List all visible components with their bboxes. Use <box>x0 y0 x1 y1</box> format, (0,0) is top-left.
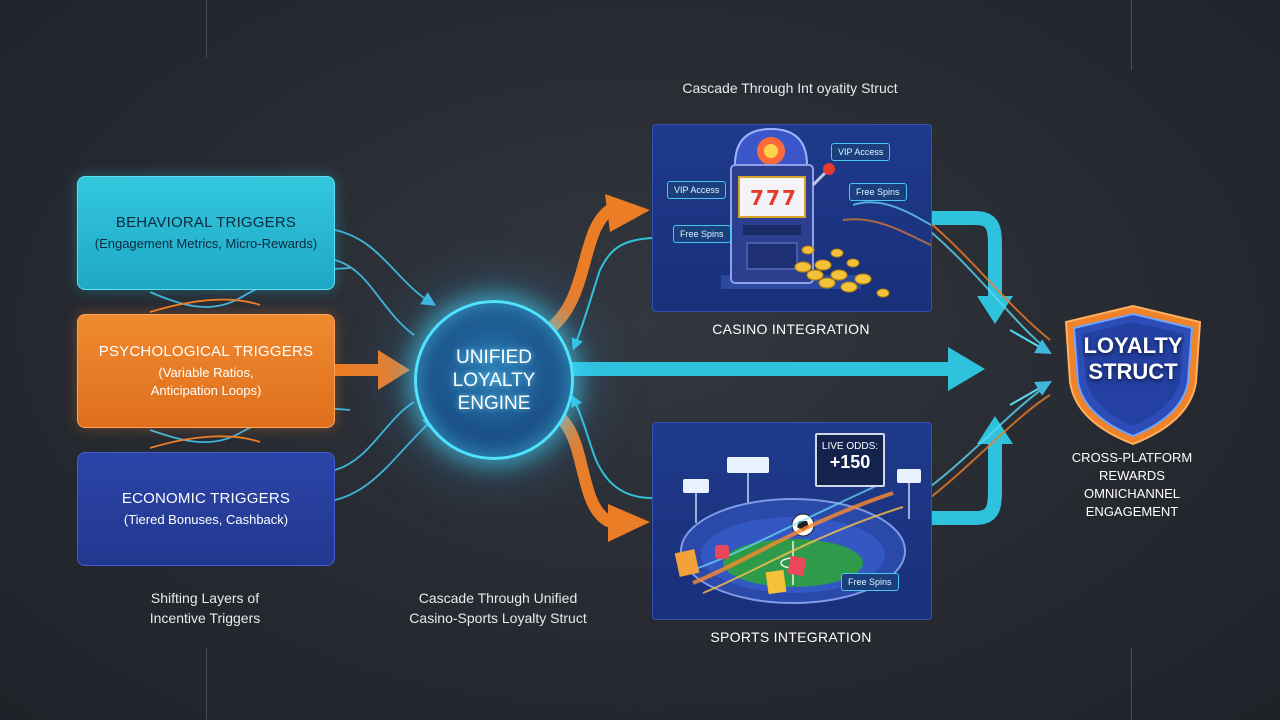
bottom-divider <box>206 648 207 720</box>
top-caption: Cascade Through Int oyatity Struct <box>682 80 898 96</box>
vip-access-chip-right: VIP Access <box>831 143 891 161</box>
sports-integration-title: SPORTS INTEGRATION <box>710 629 872 645</box>
economic-triggers-box: ECONOMIC TRIGGERS (Tiered Bonuses, Cashb… <box>77 452 335 566</box>
psychological-triggers-box: PSYCHOLOGICAL TRIGGERS (Variable Ratios,… <box>77 314 335 428</box>
left-caption-line-1: Shifting Layers of <box>150 590 260 606</box>
svg-text:7: 7 <box>782 186 796 210</box>
sports-panel: LIVE ODDS: +150 Free Spins <box>652 422 932 620</box>
psychological-triggers-title: PSYCHOLOGICAL TRIGGERS <box>98 342 314 360</box>
engine-to-casino-arrow <box>544 194 650 335</box>
middle-caption: Cascade Through Unified Casino-Sports Lo… <box>378 588 618 628</box>
outcomes-line-3: OMNICHANNEL <box>1083 486 1181 501</box>
live-odds-label: LIVE ODDS: <box>821 441 879 452</box>
free-spins-chip-left: Free Spins <box>673 225 731 243</box>
engine-label: UNIFIED LOYALTY ENGINE <box>452 346 536 414</box>
middle-caption-line-1: Cascade Through Unified <box>418 590 578 606</box>
psychological-triggers-subtitle-2: Anticipation Loops) <box>150 382 262 398</box>
economic-triggers-title: ECONOMIC TRIGGERS <box>121 489 291 507</box>
psychological-triggers-subtitle-1: (Variable Ratios, <box>158 364 254 380</box>
live-odds-value: +150 <box>829 452 871 472</box>
stadium-icon <box>674 457 921 604</box>
behavioral-triggers-subtitle: (Engagement Metrics, Micro-Rewards) <box>94 235 318 251</box>
middle-caption-line-2: Casino-Sports Loyalty Struct <box>409 610 587 626</box>
top-divider <box>206 0 207 58</box>
outcomes-text: CROSS-PLATFORM REWARDS OMNICHANNEL ENGAG… <box>1052 449 1212 521</box>
svg-text:7: 7 <box>766 186 780 210</box>
behavioral-triggers-title: BEHAVIORAL TRIGGERS <box>115 213 297 231</box>
outcomes-line-2: REWARDS <box>1099 468 1165 483</box>
free-spins-chip-right: Free Spins <box>849 183 907 201</box>
top-right-divider <box>1131 0 1132 70</box>
main-cyan-arrow <box>568 347 985 391</box>
unified-loyalty-engine: UNIFIED LOYALTY ENGINE <box>414 300 574 460</box>
left-caption: Shifting Layers of Incentive Triggers <box>100 588 310 628</box>
outcomes-line-1: CROSS-PLATFORM <box>1071 450 1193 465</box>
return-arrows <box>571 237 653 499</box>
slot-machine-icon: 7 7 7 <box>721 127 931 298</box>
shield-label-line-2: STRUCT <box>1088 359 1178 384</box>
sports-to-shield-arrow <box>930 416 1013 525</box>
shield-label-line-1: LOYALTY <box>1083 333 1183 358</box>
economic-triggers-subtitle: (Tiered Bonuses, Cashback) <box>123 511 289 527</box>
shield-label: LOYALTY STRUCT <box>1050 333 1216 385</box>
outcomes-line-4: ENGAGEMENT <box>1085 504 1179 519</box>
casino-integration-title: CASINO INTEGRATION <box>712 321 870 337</box>
bottom-right-divider <box>1131 648 1132 720</box>
behavioral-triggers-box: BEHAVIORAL TRIGGERS (Engagement Metrics,… <box>77 176 335 290</box>
left-caption-line-2: Incentive Triggers <box>149 610 261 626</box>
loyalty-shield-icon <box>1064 304 1202 446</box>
free-spins-chip-sports: Free Spins <box>841 573 899 591</box>
psychological-arrow <box>335 350 410 390</box>
live-odds-board: LIVE ODDS: +150 <box>815 433 885 487</box>
svg-text:7: 7 <box>750 186 764 210</box>
engine-to-sports-arrow <box>546 404 650 542</box>
casino-panel: 7 7 7 VIP Access VIP Access Free Spins F… <box>652 124 932 312</box>
vip-access-chip-left: VIP Access <box>667 181 727 199</box>
casino-to-shield-arrow <box>930 211 1013 324</box>
